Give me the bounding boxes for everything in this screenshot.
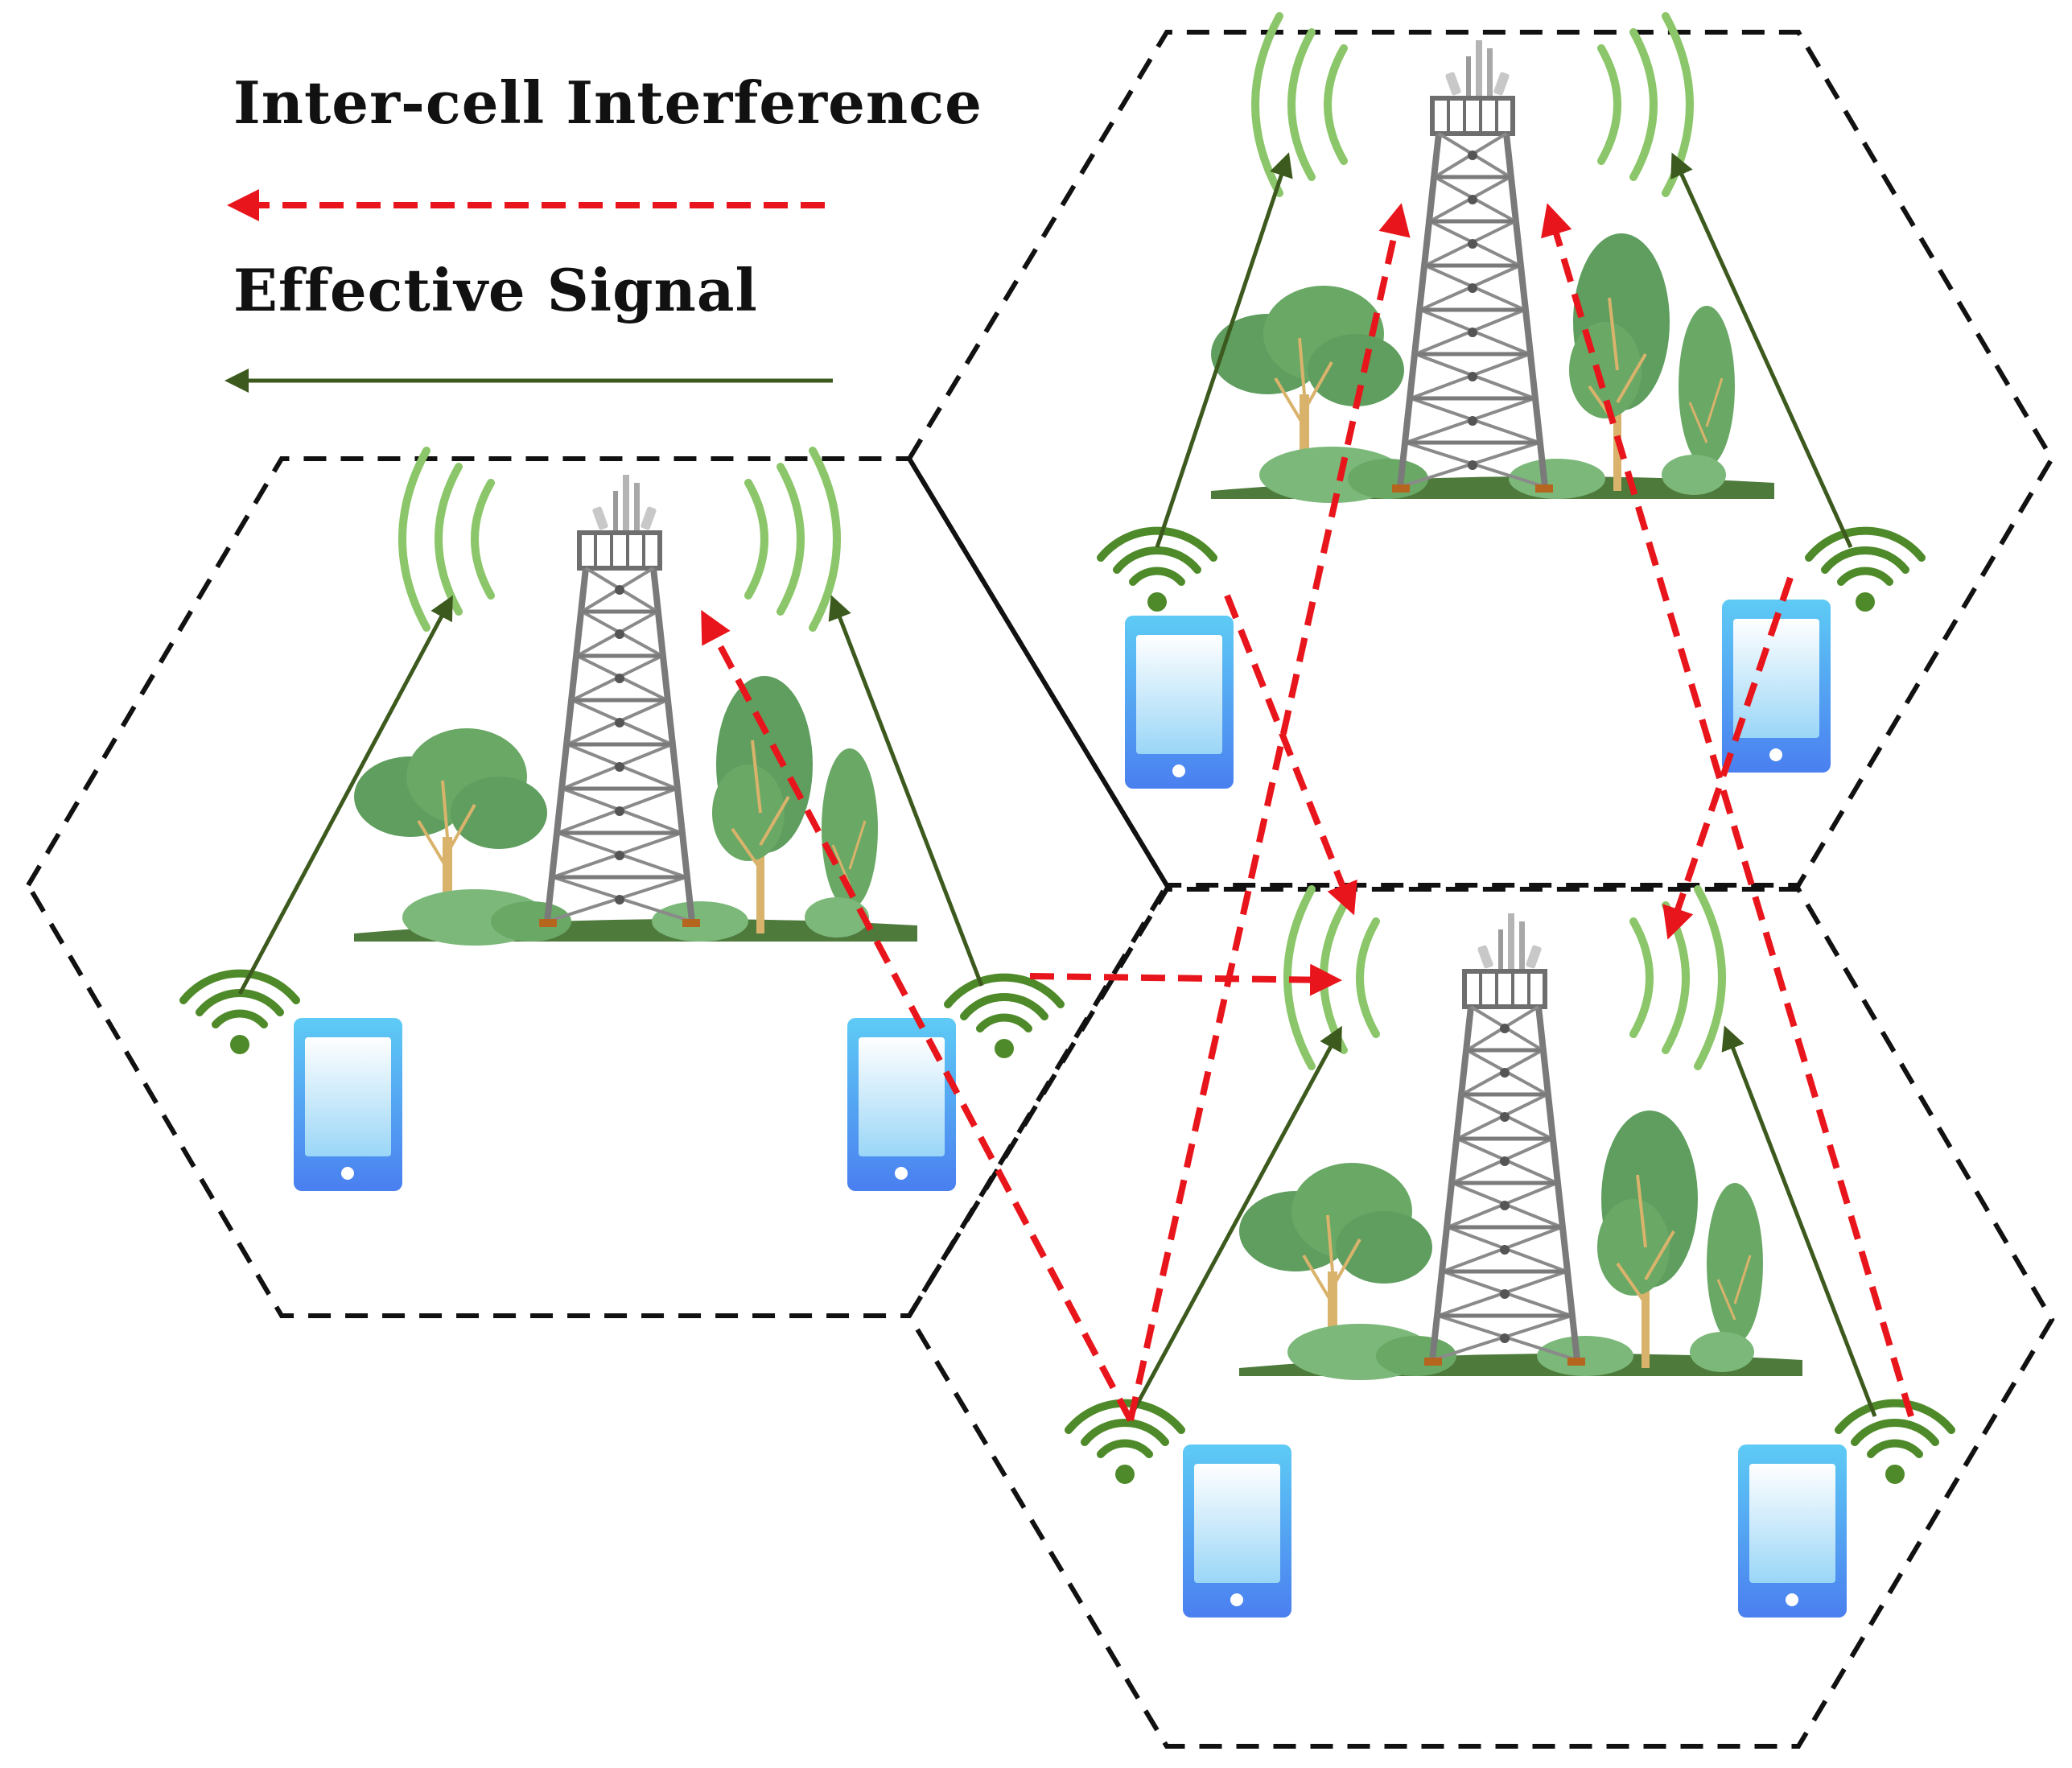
cell-tower-icon xyxy=(539,475,700,927)
signal-arrow xyxy=(1128,1025,1342,1418)
wifi-icon xyxy=(1809,531,1922,612)
hexagon-top-right-cell xyxy=(906,30,2055,888)
signal-arrow xyxy=(1155,152,1293,548)
hexagon-left-cell xyxy=(25,456,1170,1318)
smartphone-icon xyxy=(1125,616,1234,789)
signal-wave-icon xyxy=(1255,16,1690,193)
signal-arrow xyxy=(828,595,984,987)
signal-wave-icon xyxy=(402,451,837,628)
interference-arrow xyxy=(1662,576,1794,940)
top-right-cell xyxy=(1101,16,1922,789)
bottom-right-cell xyxy=(1069,889,1951,1618)
signal-arrow xyxy=(1670,152,1853,549)
cell-tower-icon xyxy=(1392,40,1553,492)
signal-arrow xyxy=(1721,1025,1877,1417)
legend-signal-label: Effective Signal xyxy=(233,256,758,324)
effective-signal-arrows xyxy=(237,152,1877,1418)
interference-arrow xyxy=(1541,203,1914,1418)
legend-interference-label: Inter-cell Interference xyxy=(233,68,982,137)
signal-arrow xyxy=(237,595,453,995)
interference-arrow xyxy=(1029,963,1342,996)
wifi-icon xyxy=(1839,1403,1951,1484)
wifi-icon xyxy=(948,978,1061,1058)
signal-wave-icon xyxy=(1287,889,1722,1066)
smartphone-icon xyxy=(294,1018,402,1191)
smartphone-icon xyxy=(847,1018,956,1191)
legend xyxy=(225,189,833,393)
smartphone-icon xyxy=(1738,1444,1847,1618)
left-cell xyxy=(183,451,1061,1191)
interference-arrows xyxy=(701,203,1914,1422)
hexagon-bottom-right-cell xyxy=(906,887,2055,1749)
interference-arrow xyxy=(701,609,1134,1422)
cell-borders xyxy=(25,30,2055,1749)
smartphone-icon xyxy=(1183,1444,1291,1618)
interference-arrow xyxy=(1127,203,1411,1421)
cell-tower-icon xyxy=(1424,913,1585,1366)
interference-arrow xyxy=(1224,594,1357,916)
wifi-icon xyxy=(183,974,296,1054)
